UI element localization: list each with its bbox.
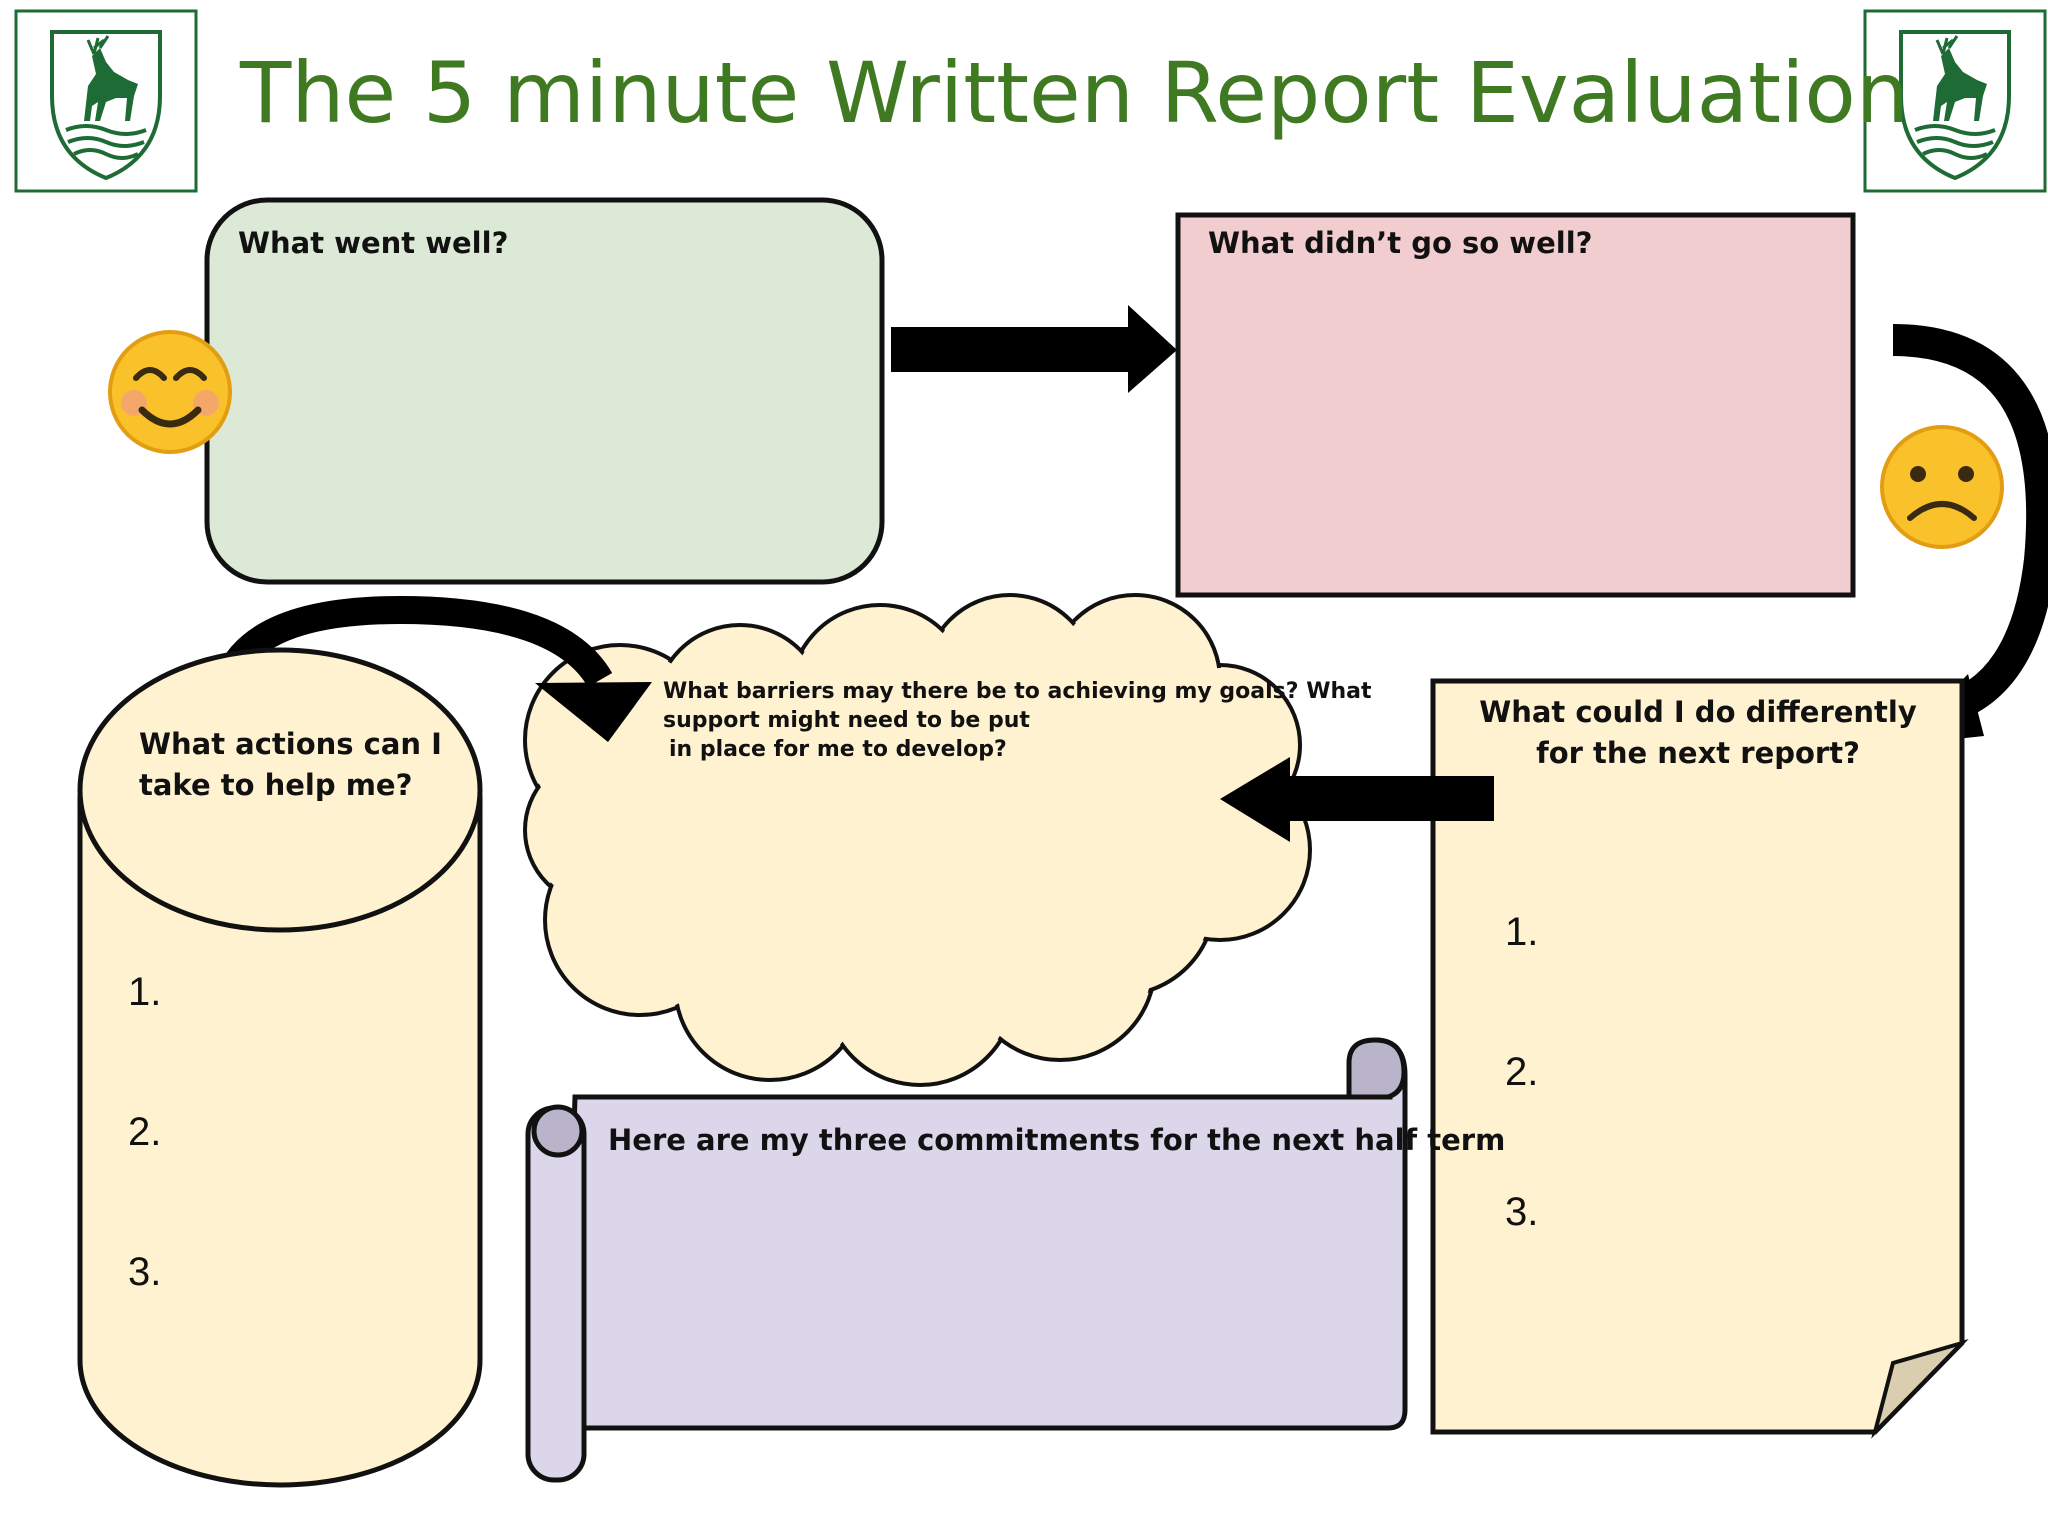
went-well-heading: What went well?: [238, 226, 509, 260]
stag-crest-icon: [1899, 30, 2011, 181]
actions-cylinder[interactable]: [77, 647, 483, 1488]
differently-note[interactable]: [1430, 678, 1969, 1439]
page-title: The 5 minute Written Report Evaluation: [240, 44, 1910, 142]
differently-heading-line2: for the next report?: [1536, 736, 1860, 770]
barriers-line-1: What barriers may there be to achieving …: [663, 679, 1372, 704]
actions-item-2: 2.: [128, 1110, 162, 1154]
barriers-line-2: support might need to be put: [663, 708, 1030, 733]
commitments-heading: Here are my three commitments for the ne…: [608, 1123, 1506, 1157]
barriers-cloud[interactable]: [523, 593, 1312, 1087]
actions-heading: What actions can I take to help me?: [139, 724, 442, 806]
didnt-go-well-heading: What didn’t go so well?: [1208, 226, 1593, 260]
arrow-left-icon: [1220, 757, 1494, 842]
smiling-face-icon: [108, 330, 232, 454]
barriers-line-3: in place for me to develop?: [669, 737, 1007, 762]
actions-item-3: 3.: [128, 1250, 162, 1294]
didnt-go-well-box[interactable]: [1175, 212, 1856, 598]
differently-item-3: 3.: [1505, 1190, 1539, 1234]
differently-heading-line1: What could I do differently: [1479, 695, 1917, 729]
barriers-question: What barriers may there be to achieving …: [663, 677, 1372, 764]
actions-item-1: 1.: [128, 970, 162, 1014]
arrow-right-icon: [891, 305, 1177, 393]
actions-heading-line1: What actions can I: [139, 727, 442, 761]
frowning-face-icon: [1880, 425, 2004, 549]
differently-item-1: 1.: [1505, 910, 1539, 954]
differently-heading: What could I do differently for the next…: [1438, 692, 1958, 774]
differently-item-2: 2.: [1505, 1050, 1539, 1094]
actions-heading-line2: take to help me?: [139, 768, 413, 802]
right-crest-logo: [1863, 9, 2047, 193]
left-crest-logo: [14, 9, 198, 193]
commitments-scroll[interactable]: [525, 1037, 1408, 1483]
stag-crest-icon: [50, 30, 162, 181]
